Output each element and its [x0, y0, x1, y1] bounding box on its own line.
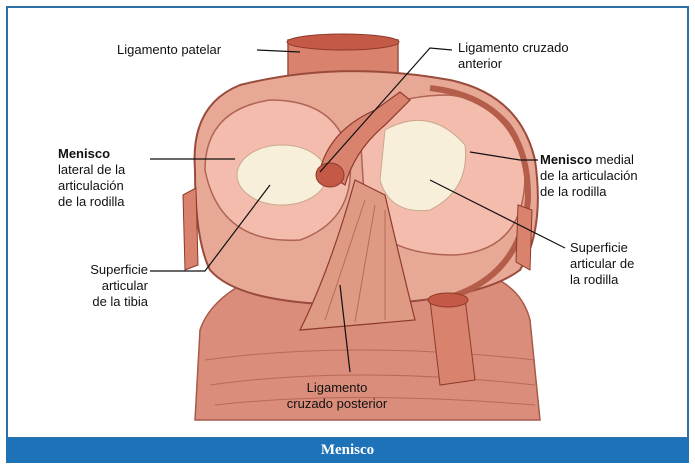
label-ligamento-patelar: Ligamento patelar — [117, 42, 221, 58]
posterior-lower-cut — [428, 293, 468, 307]
label-menisco-medial: Menisco medial de la articulación de la … — [540, 152, 638, 200]
lateral-ligament — [183, 188, 198, 270]
acl-cut — [316, 163, 344, 187]
label-superficie-articular-rodilla: Superficie articular de la rodilla — [570, 240, 634, 288]
label-ligamento-cruzado-posterior: Ligamento cruzado posterior — [262, 380, 412, 412]
medial-ligament — [516, 205, 532, 270]
label-ligamento-cruzado-anterior: Ligamento cruzado anterior — [458, 40, 569, 72]
label-superficie-articular-tibia: Superficie articular de la tibia — [64, 262, 148, 310]
label-menisco-lateral: Menisco lateral de la articulación de la… — [58, 146, 125, 210]
patellar-ligament-cut — [287, 34, 399, 50]
figure-caption: Menisco — [6, 438, 689, 463]
lateral-tibial-surface — [237, 145, 327, 205]
